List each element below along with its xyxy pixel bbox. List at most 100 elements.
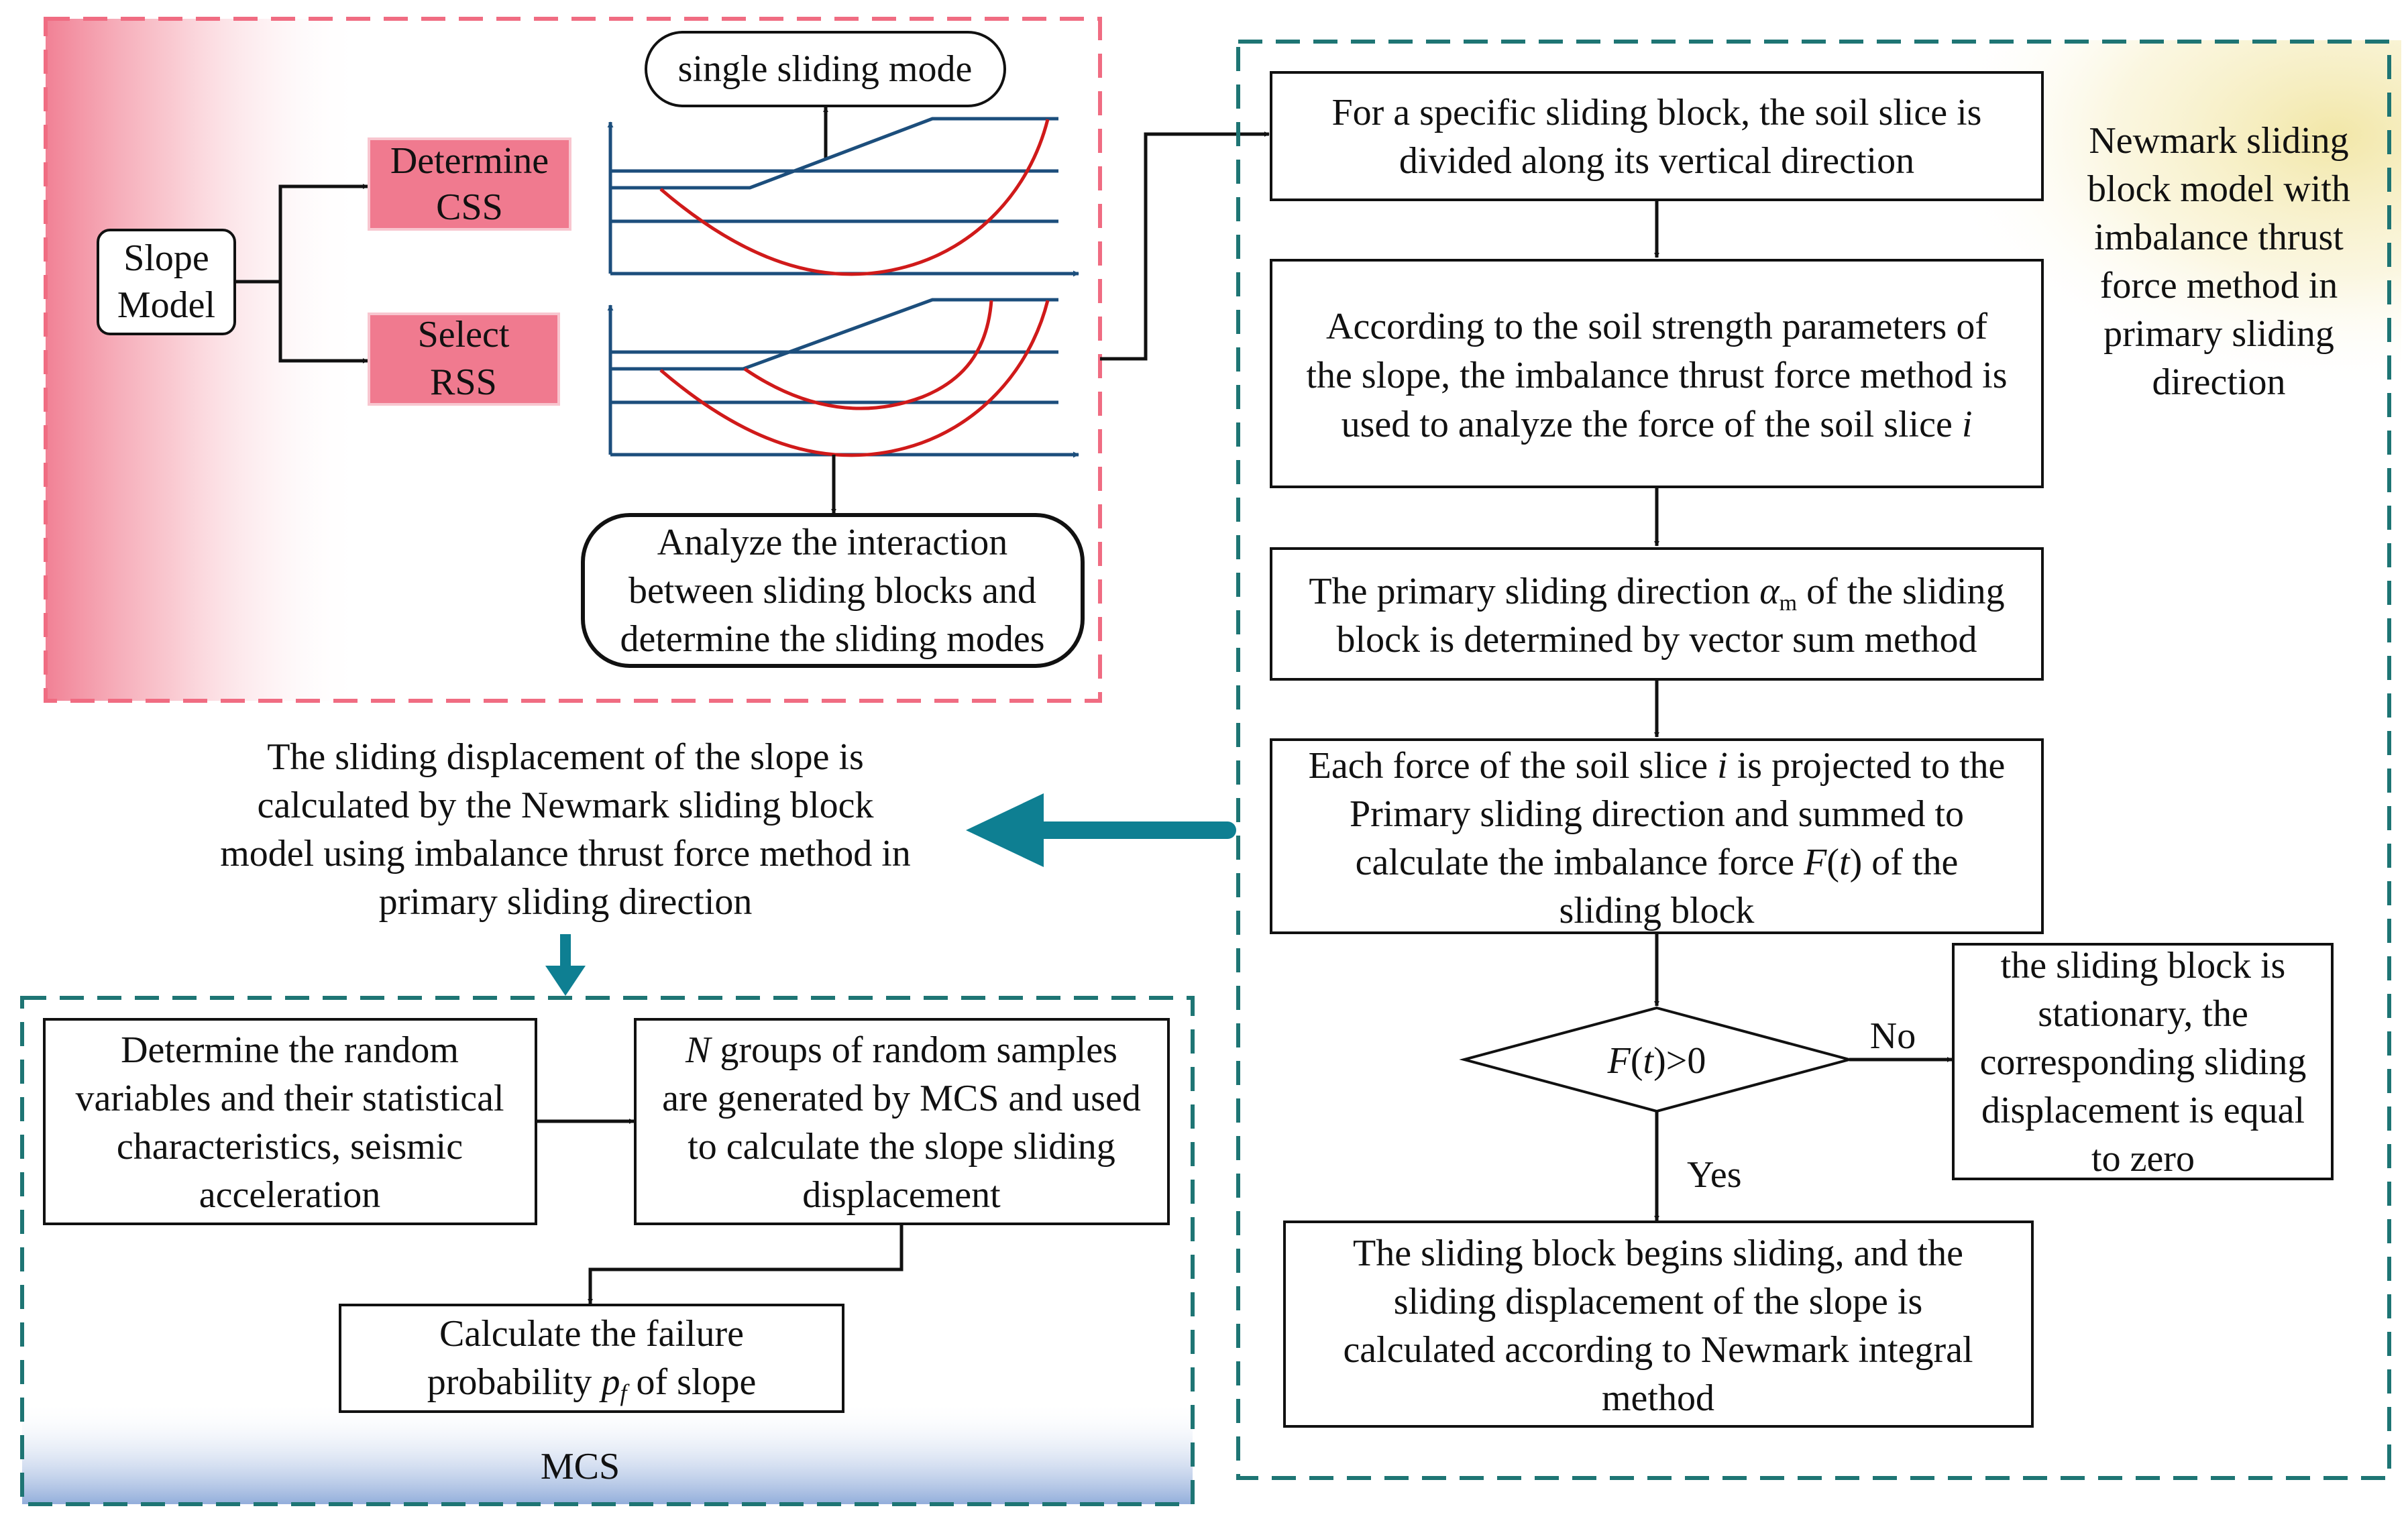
analyze-interaction-box [581, 513, 1085, 668]
step2-text: According to the soil strength parameter… [1326, 306, 1987, 347]
no-result-box [1952, 943, 2334, 1180]
step4-text: Each force of the soil slice i is projec… [1309, 745, 2006, 787]
select-rss-box [368, 313, 560, 406]
yes-result-text-4: method [1602, 1377, 1714, 1419]
mcs-box1-text-4: acceleration [199, 1174, 380, 1216]
newmark-side-note-5: primary sliding [2103, 313, 2334, 355]
analyze-interaction-label-3: determine the sliding modes [620, 618, 1045, 660]
mcs-box3-text: Calculate the failure [439, 1313, 744, 1355]
newmark-side-note-2: block model with [2087, 168, 2350, 210]
summary-text: The sliding displacement of the slope is [267, 736, 864, 778]
determine-css-label-2: CSS [436, 186, 503, 228]
mcs-module-gradient [22, 1402, 1193, 1504]
decision-t: t [1643, 1040, 1655, 1082]
step3-text-pre: The primary sliding direction [1309, 571, 1759, 612]
mcs-box3-text-2-pre: probability [427, 1361, 602, 1403]
decision-label: F(t)>0 [1607, 1040, 1706, 1082]
mcs-module-border [20, 996, 1195, 1506]
select-rss-label: Select [418, 314, 510, 355]
yes-label: Yes [1687, 1154, 1741, 1196]
force-F: F [1803, 842, 1827, 883]
yes-result-text-3: calculated according to Newmark integral [1343, 1329, 1973, 1371]
mcs-label: MCS [541, 1446, 620, 1487]
step4-text-2: Primary sliding direction and summed to [1350, 793, 1964, 835]
select-rss-label-2: RSS [430, 361, 497, 403]
slice-index-i: i [1962, 404, 1973, 445]
summary-text-4: primary sliding direction [379, 881, 753, 923]
step1-text: For a specific sliding block, the soil s… [1332, 92, 1982, 133]
determine-css-label: Determine [390, 140, 549, 182]
no-result-text-2: stationary, the [2038, 993, 2248, 1035]
mcs-box2-text: N groups of random samples [685, 1029, 1117, 1071]
mcs-box3-text-2-post: of slope [626, 1361, 756, 1403]
step1-text-2: divided along its vertical direction [1399, 140, 1914, 182]
alpha-subscript: m [1780, 591, 1797, 616]
decision-open: ( [1631, 1040, 1643, 1082]
decision-close: )>0 [1653, 1040, 1706, 1082]
step4-text-3-post: ) of the [1850, 842, 1959, 883]
no-label: No [1870, 1015, 1916, 1057]
mcs-box3-text-2: probability pf of slope [427, 1361, 757, 1406]
step4-text-3-pre: calculate the imbalance force [1356, 842, 1804, 883]
step2-text-2: the slope, the imbalance thrust force me… [1306, 355, 2007, 396]
no-result-text-5: to zero [2091, 1138, 2195, 1180]
step3-text-post: of the sliding [1797, 571, 2005, 612]
yes-result-text: The sliding block begins sliding, and th… [1353, 1233, 1963, 1274]
mcs-down-arrow [545, 934, 586, 996]
sample-count-N: N [685, 1029, 712, 1071]
step2-text-3: used to analyze the force of the soil sl… [1342, 404, 1973, 445]
mcs-box3 [339, 1304, 844, 1413]
box2-to-box3-connector [588, 1224, 904, 1304]
mcs-box1 [43, 1018, 537, 1225]
probability-p: p [598, 1361, 620, 1403]
step4-text-3: calculate the imbalance force F(t) of th… [1356, 842, 1959, 883]
newmark-module: Newmark sliding block model with imbalan… [1236, 40, 2401, 1480]
mcs-box1-text-3: characteristics, seismic [117, 1126, 463, 1168]
mcs-box2 [634, 1018, 1170, 1225]
fork-connector [235, 184, 368, 284]
newmark-module-border [1236, 40, 2391, 1480]
step4-text-pre: Each force of the soil slice [1309, 745, 1718, 787]
module-connector [1100, 131, 1270, 361]
mcs-box2-text-3: to calculate the slope sliding [688, 1126, 1115, 1168]
mcs-box2-text-4: displacement [802, 1174, 1001, 1216]
time-t: t [1839, 842, 1851, 883]
alpha-symbol: α [1759, 571, 1780, 612]
step4-box [1270, 738, 2044, 934]
step3-text: The primary sliding direction αm of the … [1309, 571, 2004, 616]
no-result-text: the sliding block is [2001, 945, 2286, 986]
step2-box [1270, 259, 2044, 488]
slope-model-label-2: Model [117, 284, 215, 326]
no-result-text-4: displacement is equal [1981, 1090, 2305, 1131]
step4-text-post: is projected to the [1728, 745, 2006, 787]
single-sliding-mode-label: single sliding mode [678, 48, 973, 90]
paren-open: ( [1826, 842, 1839, 883]
step2-text-3-main: used to analyze the force of the soil sl… [1342, 404, 1962, 445]
fork-connector-2 [278, 282, 368, 363]
determine-css-box [368, 137, 571, 231]
step3-box [1270, 547, 2044, 681]
newmark-side-note-4: force method in [2100, 265, 2338, 306]
mcs-box1-text: Determine the random [121, 1029, 459, 1071]
analyze-interaction-label-2: between sliding blocks and [628, 570, 1036, 612]
slope-sketch-css [607, 117, 1079, 277]
decision-F: F [1607, 1040, 1631, 1082]
summary-arrow [966, 793, 1236, 867]
yes-result-text-2: sliding displacement of the slope is [1394, 1281, 1923, 1322]
slice-index-i: i [1717, 745, 1728, 787]
mcs-module: Determine the random variables and their… [20, 996, 1195, 1506]
slope-model-label: Slope [123, 237, 209, 279]
summary-text-2: calculated by the Newmark sliding block [257, 785, 873, 826]
mcs-box1-text-2: variables and their statistical [75, 1078, 504, 1119]
slope-sketch-rss [607, 298, 1079, 458]
slope-module: Slope Model Determine CSS Select RSS sin… [44, 17, 1102, 703]
mcs-box2-text-post: groups of random samples [710, 1029, 1117, 1071]
summary-text-3: model using imbalance thrust force metho… [220, 833, 911, 874]
no-result-text-3: corresponding sliding [1980, 1041, 2307, 1083]
step3-text-2: block is determined by vector sum method [1337, 619, 1977, 661]
newmark-side-note-6: direction [2152, 361, 2285, 403]
mcs-box2-text-2: are generated by MCS and used [662, 1078, 1141, 1119]
yes-result-box [1283, 1220, 2034, 1428]
newmark-side-note: Newmark sliding [2089, 120, 2348, 162]
